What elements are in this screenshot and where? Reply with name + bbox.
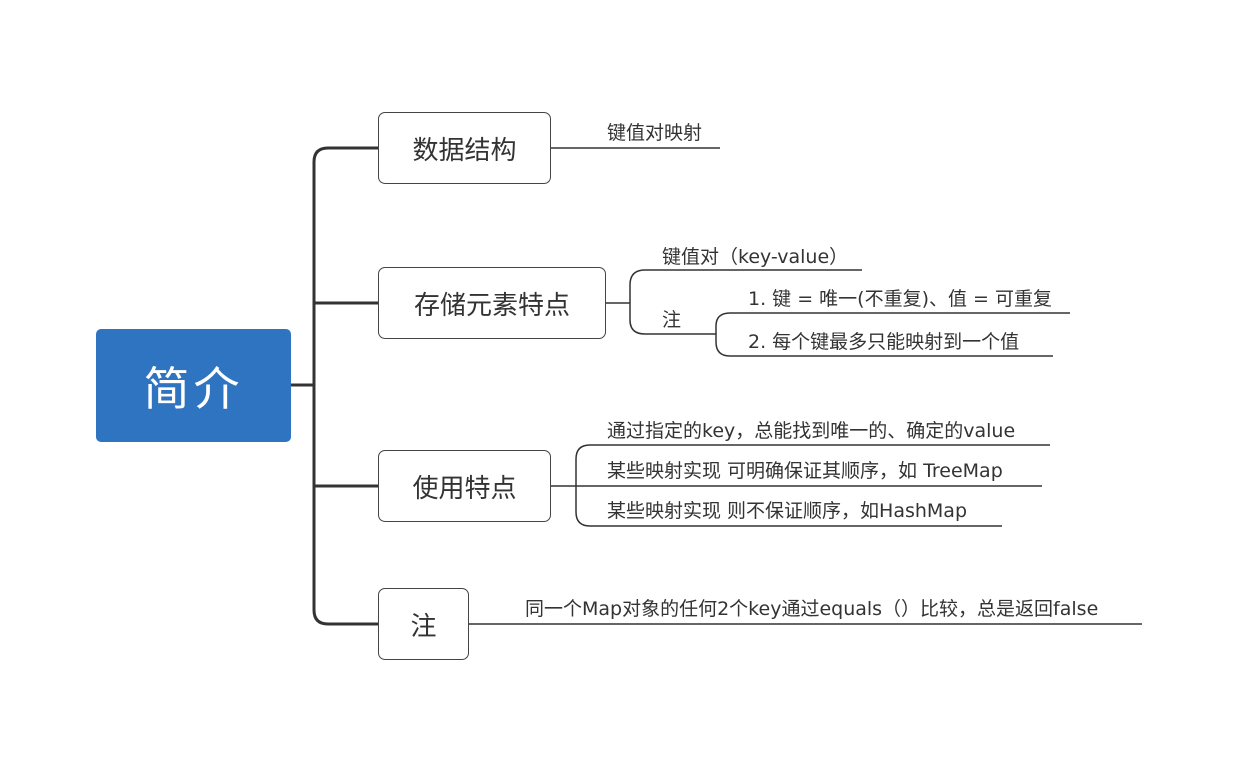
- leaf-equals-false[interactable]: 同一个Map对象的任何2个key通过equals（）比较，总是返回false: [525, 598, 1099, 620]
- leaf-one-value-per-key[interactable]: 2. 每个键最多只能映射到一个值: [748, 331, 1020, 353]
- root-node[interactable]: 简介: [96, 329, 291, 442]
- leaf-key-value-pair[interactable]: 键值对（key-value）: [662, 246, 849, 268]
- leaf-treemap-order[interactable]: 某些映射实现 可明确保证其顺序，如 TreeMap: [607, 460, 1003, 482]
- leaf-key-value-mapping[interactable]: 键值对映射: [607, 122, 703, 144]
- branch-node-usage-features[interactable]: 使用特点: [378, 450, 551, 522]
- sub-node-note[interactable]: 注: [662, 309, 682, 331]
- branch-node-storage-features[interactable]: 存储元素特点: [378, 267, 606, 339]
- leaf-hashmap-no-order[interactable]: 某些映射实现 则不保证顺序，如HashMap: [607, 500, 968, 522]
- leaf-key-unique[interactable]: 1. 键 = 唯一(不重复)、值 = 可重复: [748, 288, 1052, 310]
- branch-node-data-structure[interactable]: 数据结构: [378, 112, 551, 184]
- branch-node-note[interactable]: 注: [378, 588, 469, 660]
- leaf-unique-value-lookup[interactable]: 通过指定的key，总能找到唯一的、确定的value: [607, 420, 1016, 442]
